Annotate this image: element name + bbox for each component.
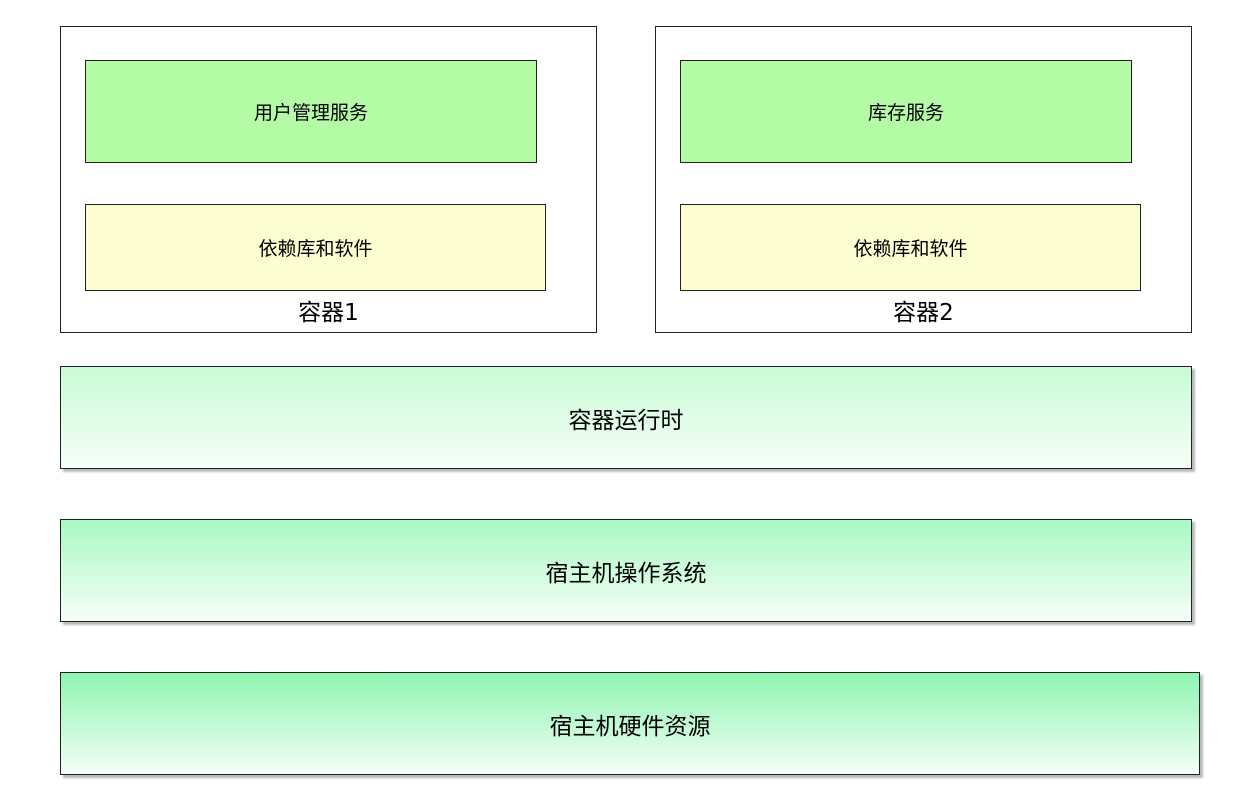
container-1-label: 容器1 xyxy=(298,300,359,326)
host-os-layer[interactable]: 宿主机操作系统 xyxy=(60,519,1192,622)
host-os-label: 宿主机操作系统 xyxy=(545,560,707,587)
container-2-service-box[interactable]: 库存服务 xyxy=(680,60,1132,163)
container-1-service-label: 用户管理服务 xyxy=(253,102,368,124)
container-2-deps-box[interactable]: 依赖库和软件 xyxy=(680,204,1141,291)
container-1-deps-label: 依赖库和软件 xyxy=(258,238,373,260)
container-2-service-label: 库存服务 xyxy=(867,102,944,124)
container-1-deps-box[interactable]: 依赖库和软件 xyxy=(85,204,546,291)
container-runtime-layer[interactable]: 容器运行时 xyxy=(60,366,1192,469)
host-hardware-label: 宿主机硬件资源 xyxy=(549,713,711,740)
host-hardware-layer[interactable]: 宿主机硬件资源 xyxy=(60,672,1200,775)
container-runtime-label: 容器运行时 xyxy=(568,407,684,434)
container-1-service-box[interactable]: 用户管理服务 xyxy=(85,60,537,163)
container-2-label: 容器2 xyxy=(893,300,954,326)
container-2-deps-label: 依赖库和软件 xyxy=(853,238,968,260)
